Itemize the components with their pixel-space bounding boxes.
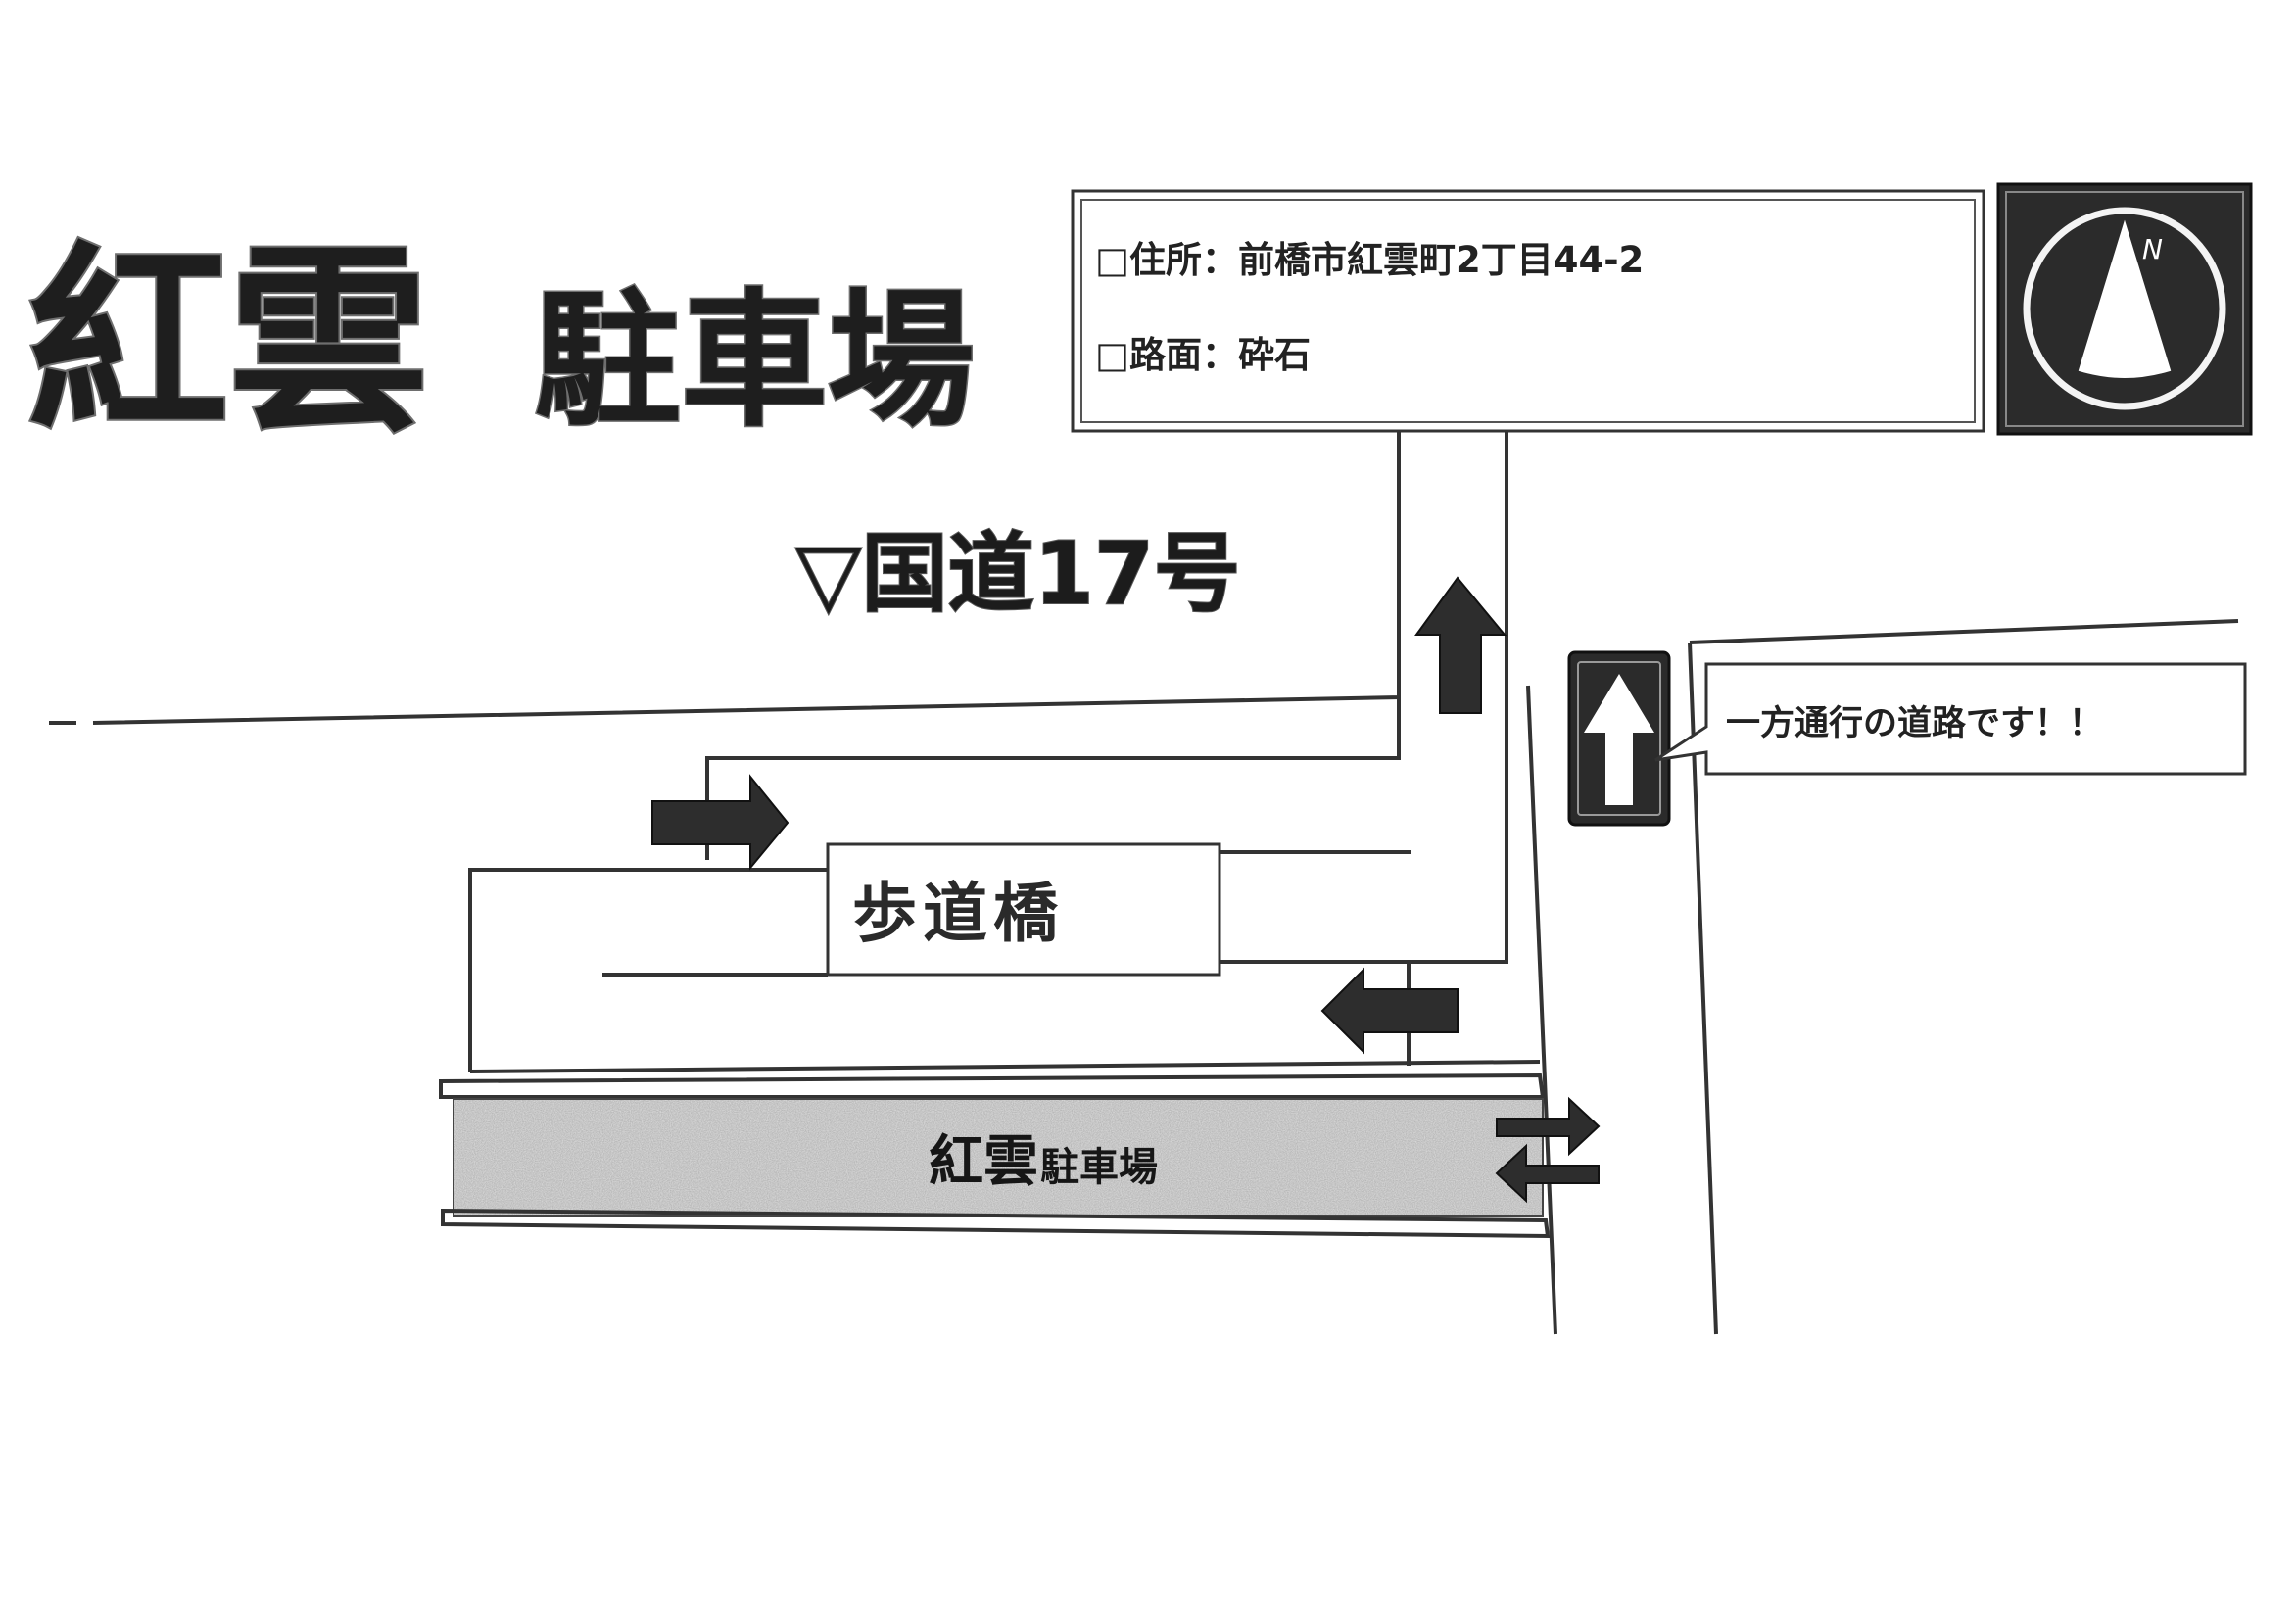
up-arrow-icon bbox=[1414, 576, 1507, 714]
title-primary: 紅雲 bbox=[27, 226, 429, 459]
entrance-out-arrow-icon bbox=[1495, 1143, 1600, 1204]
one-way-callout: 一方通行の道路です！！ bbox=[1654, 662, 2247, 776]
bridge-label-box bbox=[826, 842, 1221, 977]
one-way-sign-inner bbox=[1577, 661, 1661, 816]
side-road-right-edge bbox=[1688, 642, 1718, 1335]
compass-frame-inner bbox=[2005, 191, 2244, 427]
info-box-outer bbox=[1071, 189, 1985, 433]
entrance-in-arrow-icon bbox=[1496, 1096, 1601, 1157]
bridge-road-left bbox=[468, 868, 828, 1072]
info-box: □住所：前橋市紅雲町2丁目44-2 □路面：砕石 bbox=[1071, 189, 1985, 433]
info-box-inner bbox=[1080, 199, 1976, 423]
callout-bubble bbox=[1654, 662, 2247, 776]
compass: N bbox=[1996, 182, 2253, 436]
lot-label-secondary: 駐車場 bbox=[1040, 1145, 1158, 1190]
surface-text: □路面：砕石 bbox=[1095, 334, 1311, 376]
lower-lane-top-edge bbox=[705, 697, 1401, 860]
upper-road-top-edge bbox=[1689, 619, 2239, 644]
pedestrian-bridge: 歩道橋 bbox=[826, 842, 1221, 977]
side-road-left-edge bbox=[1526, 685, 1557, 1335]
traffic-arrows bbox=[651, 576, 1601, 1204]
lot-area-gravel bbox=[454, 1099, 1543, 1216]
one-way-arrow-icon bbox=[1584, 674, 1654, 805]
compass-north-label: N bbox=[2142, 233, 2163, 265]
callout-text: 一方通行の道路です！！ bbox=[1726, 704, 2103, 743]
one-way-sign bbox=[1567, 650, 1671, 827]
left-arrow-icon bbox=[1320, 967, 1459, 1055]
bridge-label: 歩道橋 bbox=[852, 876, 1064, 951]
title: 紅雲 駐車場 bbox=[25, 224, 977, 461]
road-label: ▽国道17号 bbox=[795, 523, 1240, 624]
title-secondary: 駐車場 bbox=[534, 276, 975, 447]
north-arrow-icon bbox=[2078, 219, 2172, 378]
address-text: □住所：前橋市紅雲町2丁目44-2 bbox=[1095, 239, 1644, 281]
lot-bottom-border bbox=[441, 1208, 1551, 1239]
lot-access-line bbox=[469, 1060, 1541, 1073]
lot-label-primary: 紅雲 bbox=[929, 1130, 1038, 1194]
parking-lot: 紅雲 駐車場 bbox=[439, 1072, 1551, 1239]
lot-top-border bbox=[439, 1072, 1546, 1099]
right-arrow-icon bbox=[651, 774, 789, 871]
